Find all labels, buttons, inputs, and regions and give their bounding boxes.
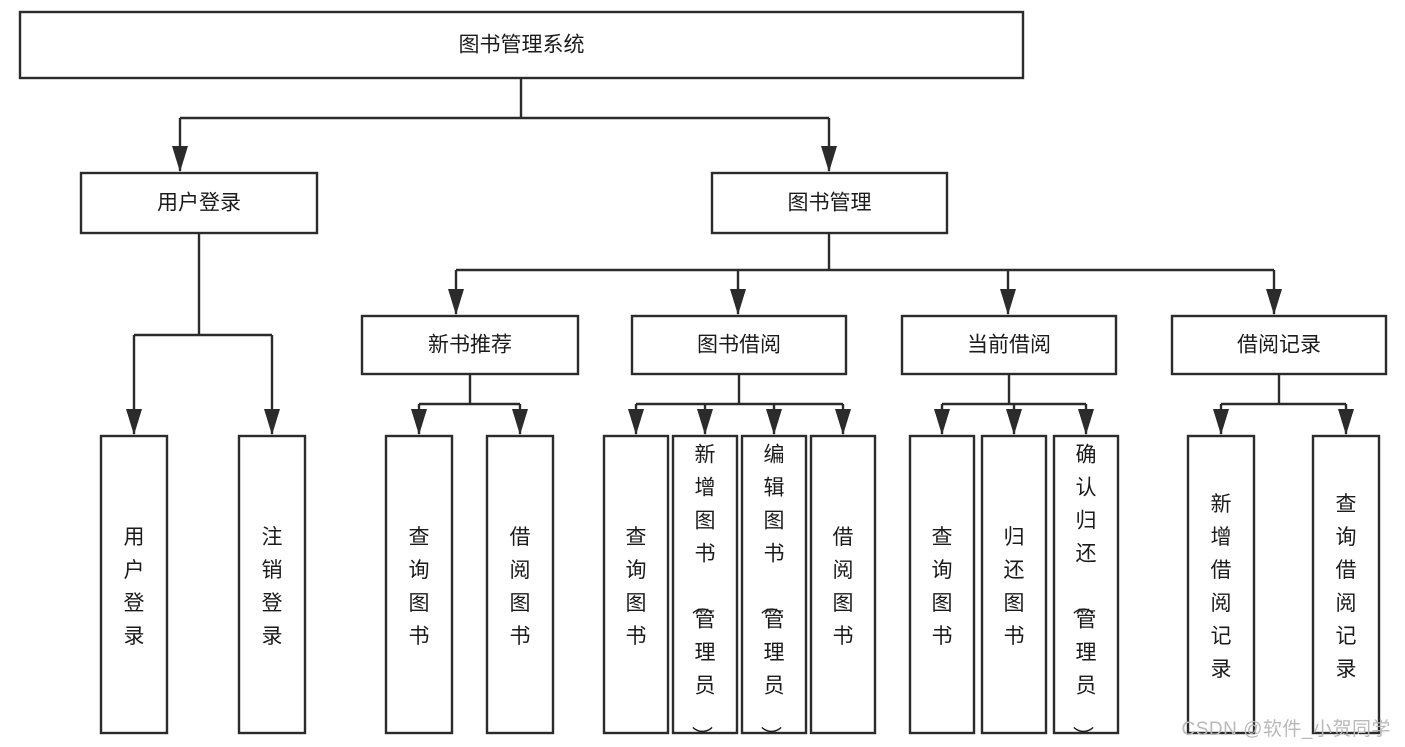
root-node-root[interactable]: 图书管理系统 xyxy=(18,10,1025,80)
node-label: 借阅记录 xyxy=(1237,334,1321,357)
node-box[interactable] xyxy=(18,10,1025,80)
node-label: 注销登录 xyxy=(262,526,283,648)
leaf-node-leaf-query-borrow-record[interactable]: 查询借阅记录 xyxy=(1311,434,1381,735)
arrow-head-icon xyxy=(1213,409,1229,435)
node-box[interactable] xyxy=(809,434,877,735)
node-box[interactable] xyxy=(79,171,319,235)
node-label: 借阅图书 xyxy=(510,526,531,648)
arrow-head-icon xyxy=(1078,409,1094,435)
node-label: 新增图书（管理员） xyxy=(690,444,716,747)
connector-conn-current-to-leaves xyxy=(934,374,1094,435)
level2-node-user-login[interactable]: 用户登录 xyxy=(79,171,319,235)
arrow-head-icon xyxy=(448,289,464,315)
node-label: 用户登录 xyxy=(157,192,241,215)
node-box[interactable] xyxy=(485,434,555,735)
leaf-node-leaf-confirm-return-admin[interactable]: 确认归还（管理员） xyxy=(1052,434,1120,747)
node-box[interactable] xyxy=(900,314,1118,376)
level3-node-current-borrow[interactable]: 当前借阅 xyxy=(900,314,1118,376)
node-label: 当前借阅 xyxy=(967,334,1051,357)
node-label: 图书管理 xyxy=(788,192,872,215)
arrow-head-icon xyxy=(628,409,644,435)
arrow-head-icon xyxy=(934,409,950,435)
leaf-node-leaf-edit-book-admin[interactable]: 编辑图书（管理员） xyxy=(740,434,808,747)
level3-node-book-borrow[interactable]: 图书借阅 xyxy=(630,314,848,376)
node-box[interactable] xyxy=(1186,434,1256,735)
node-label: 查询图书 xyxy=(932,526,953,648)
node-box[interactable] xyxy=(1170,314,1388,376)
node-label: 图书管理系统 xyxy=(459,34,585,57)
node-label: 确认归还（管理员） xyxy=(1071,444,1097,747)
node-box[interactable] xyxy=(1052,434,1120,735)
arrow-head-icon xyxy=(821,146,837,172)
arrow-head-icon xyxy=(766,409,782,435)
level3-node-borrow-record[interactable]: 借阅记录 xyxy=(1170,314,1388,376)
node-label: 查询图书 xyxy=(409,526,430,648)
arrow-head-icon xyxy=(172,146,188,172)
node-boxes-layer: 图书管理系统用户登录图书管理新书推荐图书借阅当前借阅借阅记录用户登录注销登录查询… xyxy=(18,10,1388,747)
arrow-head-icon xyxy=(1000,289,1016,315)
node-box[interactable] xyxy=(980,434,1048,735)
node-label: 新书推荐 xyxy=(428,334,512,357)
node-label: 用户登录 xyxy=(124,526,145,648)
node-label: 新增借阅记录 xyxy=(1211,493,1232,681)
leaf-node-leaf-borrow-book[interactable]: 借阅图书 xyxy=(809,434,877,735)
node-box[interactable] xyxy=(602,434,670,735)
connector-conn-bookmanage-to-level3 xyxy=(448,233,1282,315)
arrow-head-icon xyxy=(730,289,746,315)
arrow-head-icon xyxy=(126,409,142,435)
leaf-node-leaf-query-book-borrow[interactable]: 查询图书 xyxy=(602,434,670,735)
arrow-head-icon xyxy=(411,409,427,435)
node-box[interactable] xyxy=(99,434,169,735)
level2-node-book-manage[interactable]: 图书管理 xyxy=(710,171,949,235)
node-box[interactable] xyxy=(237,434,307,735)
leaf-node-leaf-add-borrow-record[interactable]: 新增借阅记录 xyxy=(1186,434,1256,735)
node-label: 编辑图书（管理员） xyxy=(759,444,785,747)
leaf-node-leaf-user-login[interactable]: 用户登录 xyxy=(99,434,169,735)
node-box[interactable] xyxy=(671,434,739,735)
node-label: 归还图书 xyxy=(1004,526,1025,648)
connector-conn-record-to-leaves xyxy=(1213,374,1354,435)
leaf-node-leaf-return-book[interactable]: 归还图书 xyxy=(980,434,1048,735)
node-box[interactable] xyxy=(740,434,808,735)
connector-conn-root-to-level2 xyxy=(172,78,837,172)
leaf-node-leaf-query-book-recommend[interactable]: 查询图书 xyxy=(384,434,454,735)
arrow-head-icon xyxy=(1266,289,1282,315)
arrow-head-icon xyxy=(264,409,280,435)
arrow-head-icon xyxy=(697,409,713,435)
arrow-head-icon xyxy=(1006,409,1022,435)
node-label: 借阅图书 xyxy=(833,526,854,648)
level3-node-new-book-recommend[interactable]: 新书推荐 xyxy=(360,314,580,376)
connector-conn-recommend-to-leaves xyxy=(411,374,528,435)
leaf-node-leaf-query-book-current[interactable]: 查询图书 xyxy=(908,434,976,735)
node-label: 图书借阅 xyxy=(697,334,781,357)
connector-conn-borrow-to-leaves xyxy=(628,374,851,435)
node-box[interactable] xyxy=(1311,434,1381,735)
node-label: 查询借阅记录 xyxy=(1336,493,1357,681)
node-box[interactable] xyxy=(384,434,454,735)
leaf-node-leaf-logout-login[interactable]: 注销登录 xyxy=(237,434,307,735)
node-box[interactable] xyxy=(360,314,580,376)
node-box[interactable] xyxy=(710,171,949,235)
arrow-head-icon xyxy=(1338,409,1354,435)
connector-conn-userlogin-to-leaves xyxy=(126,233,280,435)
node-label: 查询图书 xyxy=(626,526,647,648)
node-box[interactable] xyxy=(630,314,848,376)
node-box[interactable] xyxy=(908,434,976,735)
leaf-node-leaf-add-book-admin[interactable]: 新增图书（管理员） xyxy=(671,434,739,747)
leaf-node-leaf-borrow-book-recommend[interactable]: 借阅图书 xyxy=(485,434,555,735)
arrow-head-icon xyxy=(835,409,851,435)
arrow-head-icon xyxy=(512,409,528,435)
connector-lines-layer xyxy=(126,78,1354,435)
